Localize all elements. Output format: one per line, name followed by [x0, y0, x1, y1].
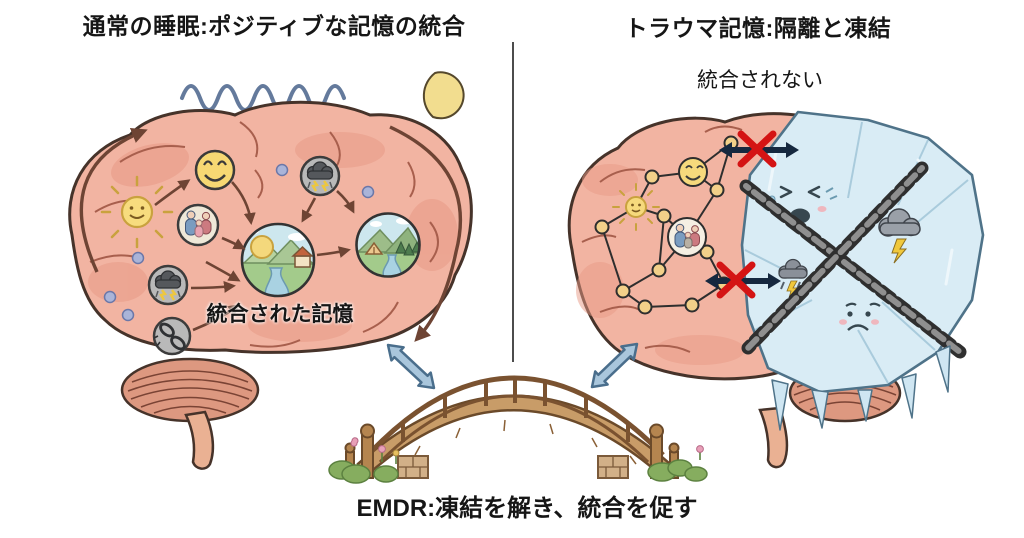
sun-icon	[612, 183, 660, 231]
moon-icon	[422, 71, 465, 120]
storm-memory-icon	[147, 264, 189, 306]
icicles	[771, 345, 951, 431]
broken-chain-icon	[152, 316, 192, 356]
bridge-double-arrow-icon	[590, 342, 639, 389]
smiley-icon	[678, 157, 708, 187]
storm-memory-icon-2	[299, 155, 341, 197]
right-panel-title: トラウマ記憶:隔離と凍結	[624, 15, 892, 41]
family-memory-icon	[176, 203, 220, 247]
chain-icon	[739, 161, 967, 359]
new-memory-landscape-icon	[355, 212, 421, 278]
sad-face-icon	[839, 302, 881, 331]
sun-icon	[100, 175, 174, 249]
smiley-icon	[194, 149, 236, 191]
ice-block-icon	[739, 110, 985, 431]
synapse-dots	[103, 163, 375, 322]
blocked-x-icon	[716, 261, 756, 299]
sleep-cycle-arrows	[79, 125, 463, 342]
left-panel-title: 通常の睡眠:ポジティブな記憶の統合	[82, 13, 466, 39]
brain-shading	[88, 132, 458, 342]
family-memory-icon	[667, 217, 707, 257]
storm-cloud-icon	[878, 208, 921, 264]
blocked-link-top	[719, 130, 799, 168]
left-brain-illustration	[68, 100, 473, 470]
left-cerebellum-folds	[127, 370, 253, 414]
brain-shading	[576, 164, 745, 365]
bridge-planks	[414, 419, 637, 465]
bridge-posts	[401, 378, 630, 442]
emdr-caption: EMDR:凍結を解き、統合を促す	[356, 495, 698, 522]
bridge-plants	[328, 437, 708, 484]
left-cerebellum	[120, 357, 260, 423]
integrated-memory-label: 統合された記憶	[206, 303, 354, 326]
memory-flow-arrows	[154, 179, 355, 332]
blocked-double-arrow-icon	[705, 273, 781, 289]
blocked-x-icon	[737, 130, 777, 168]
memory-network-nodes	[594, 135, 739, 315]
blocked-link-bottom	[705, 261, 781, 299]
left-brainstem	[184, 410, 215, 470]
not-integrated-label: 統合されない	[697, 69, 823, 92]
brain-folds	[581, 125, 743, 353]
brain-folds	[89, 121, 439, 348]
bridge-icon	[328, 375, 708, 484]
bridge-footings	[397, 455, 629, 479]
bridge-double-arrow-icon	[386, 343, 436, 390]
